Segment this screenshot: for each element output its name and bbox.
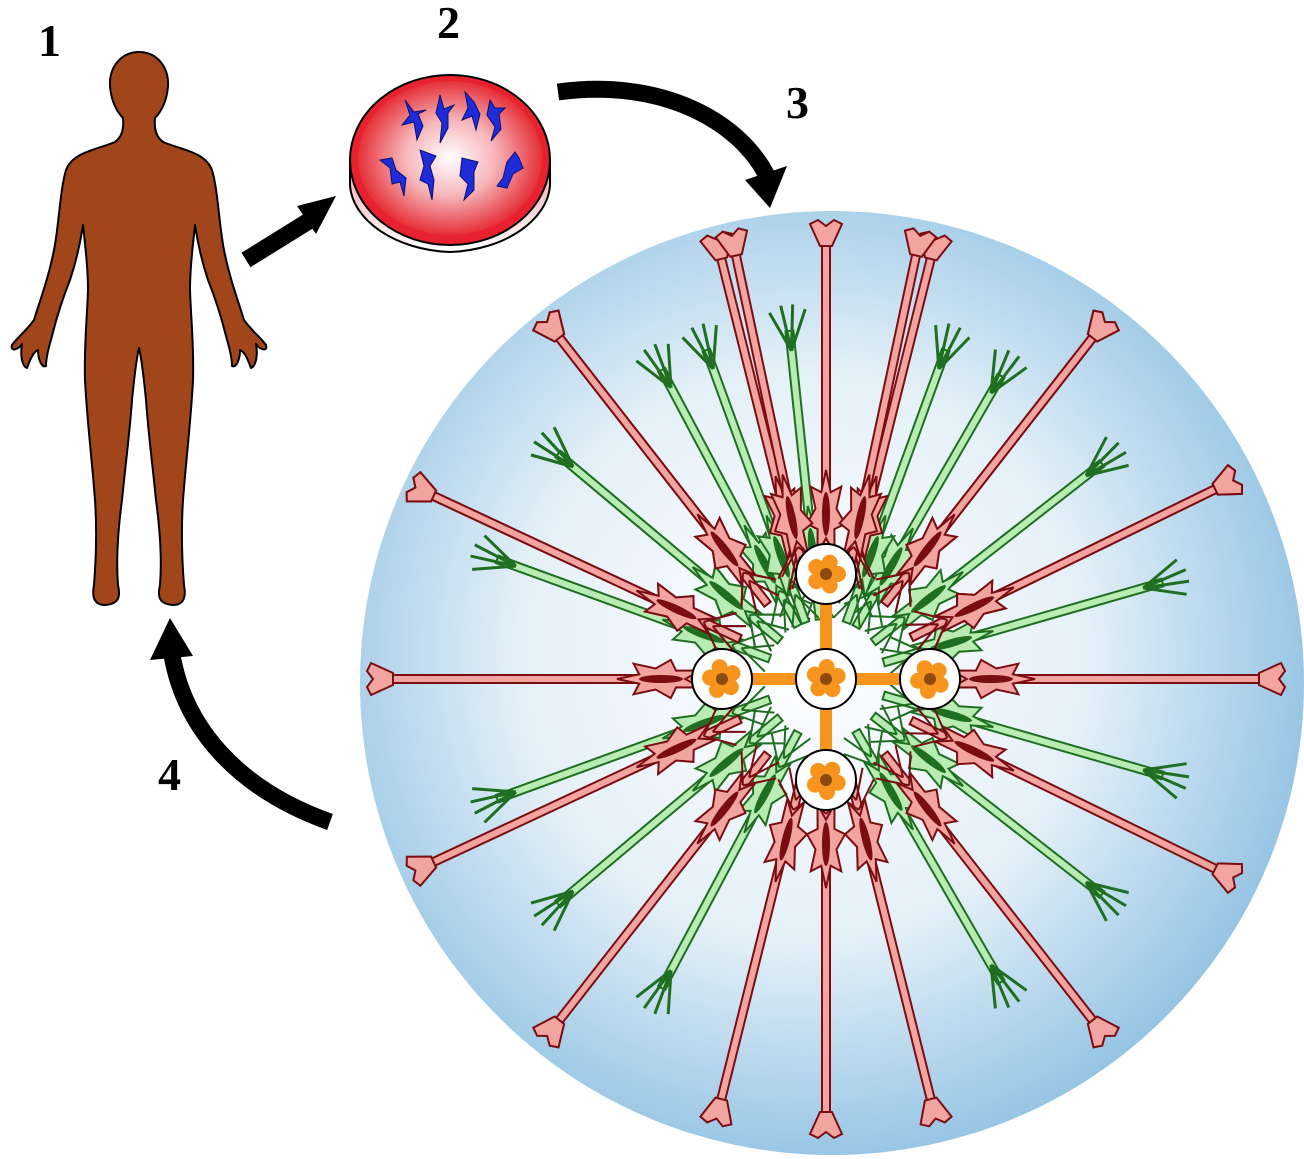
green-neuron <box>635 725 812 1015</box>
red-neuron <box>873 745 1121 1049</box>
green-neuron <box>864 436 1130 654</box>
red-neuron <box>905 463 1244 652</box>
arrow-to-dish <box>241 196 336 268</box>
green-neuron <box>530 426 790 652</box>
green-neuron <box>843 723 1028 1009</box>
green-neuron <box>635 343 812 633</box>
petri-dish-icon <box>349 74 551 254</box>
red-neuron <box>830 767 953 1128</box>
red-neuron <box>531 309 779 613</box>
cultured-cells <box>378 90 524 202</box>
core-cell-cluster <box>899 648 961 710</box>
green-neuron <box>843 349 1028 635</box>
red-neuron <box>405 470 746 654</box>
green-neuron <box>470 683 775 824</box>
red-neuron <box>365 656 732 702</box>
green-neuron <box>530 706 790 932</box>
core-cell-cluster <box>795 749 857 811</box>
core-cell-cluster <box>795 648 857 710</box>
return-arrow-icon <box>150 618 333 831</box>
human-figure-icon <box>10 51 268 606</box>
core-cell-cluster <box>795 543 857 605</box>
neuron-layer <box>365 218 1287 1140</box>
step-label-3: 3 <box>786 77 809 128</box>
step-label-2: 2 <box>437 0 460 48</box>
red-neuron <box>905 706 1244 895</box>
arrow-to-organoid <box>556 80 787 208</box>
red-neuron <box>803 218 849 585</box>
red-neuron <box>531 745 779 1049</box>
green-neuron <box>864 704 1130 922</box>
step-label-4: 4 <box>158 749 181 800</box>
green-neuron <box>470 534 775 675</box>
red-neuron <box>873 309 1121 613</box>
red-neuron <box>826 227 938 590</box>
central-core <box>691 543 961 811</box>
red-neuron <box>405 704 746 888</box>
core-cell-cluster <box>691 648 753 710</box>
step-label-1: 1 <box>38 15 61 66</box>
